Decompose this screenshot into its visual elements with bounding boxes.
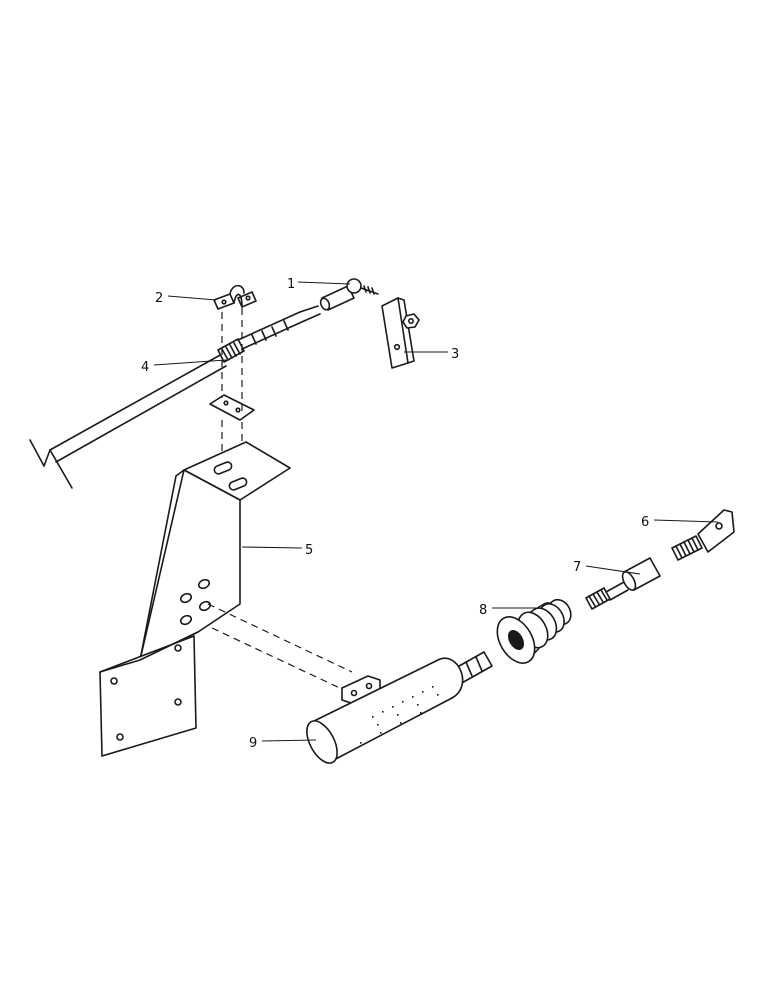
part-1-ball-joint [319, 278, 379, 311]
leader-line-6 [653, 519, 719, 523]
callout-label-7: 7 [573, 560, 581, 575]
part-4-cable [29, 305, 321, 489]
part-3-bracket-plate [381, 297, 420, 369]
callout-label-3: 3 [451, 347, 459, 362]
callout-label-8: 8 [479, 603, 487, 618]
callout-label-4: 4 [141, 360, 149, 375]
leader-line-7 [585, 565, 641, 575]
leader-line-1 [297, 281, 351, 285]
leader-line-9 [261, 739, 317, 742]
part-8-bellows [496, 598, 572, 664]
clamp-base-plate [209, 394, 255, 421]
alignment-line [211, 627, 345, 691]
part-6-eye-end [671, 509, 735, 561]
callout-label-6: 6 [641, 515, 649, 530]
part-9-cylinder [306, 651, 493, 764]
callout-label-2: 2 [155, 291, 163, 306]
callout-label-9: 9 [249, 736, 257, 751]
alignment-line [207, 603, 353, 673]
callout-label-1: 1 [287, 277, 295, 292]
leader-line-5 [241, 546, 303, 549]
callout-label-5: 5 [305, 543, 313, 558]
part-5-mounting-bracket [99, 441, 291, 757]
leader-line-2 [167, 295, 217, 301]
part-2-clamp [213, 284, 257, 310]
part-7-adjuster [585, 557, 661, 610]
leader-line-4 [153, 359, 227, 366]
